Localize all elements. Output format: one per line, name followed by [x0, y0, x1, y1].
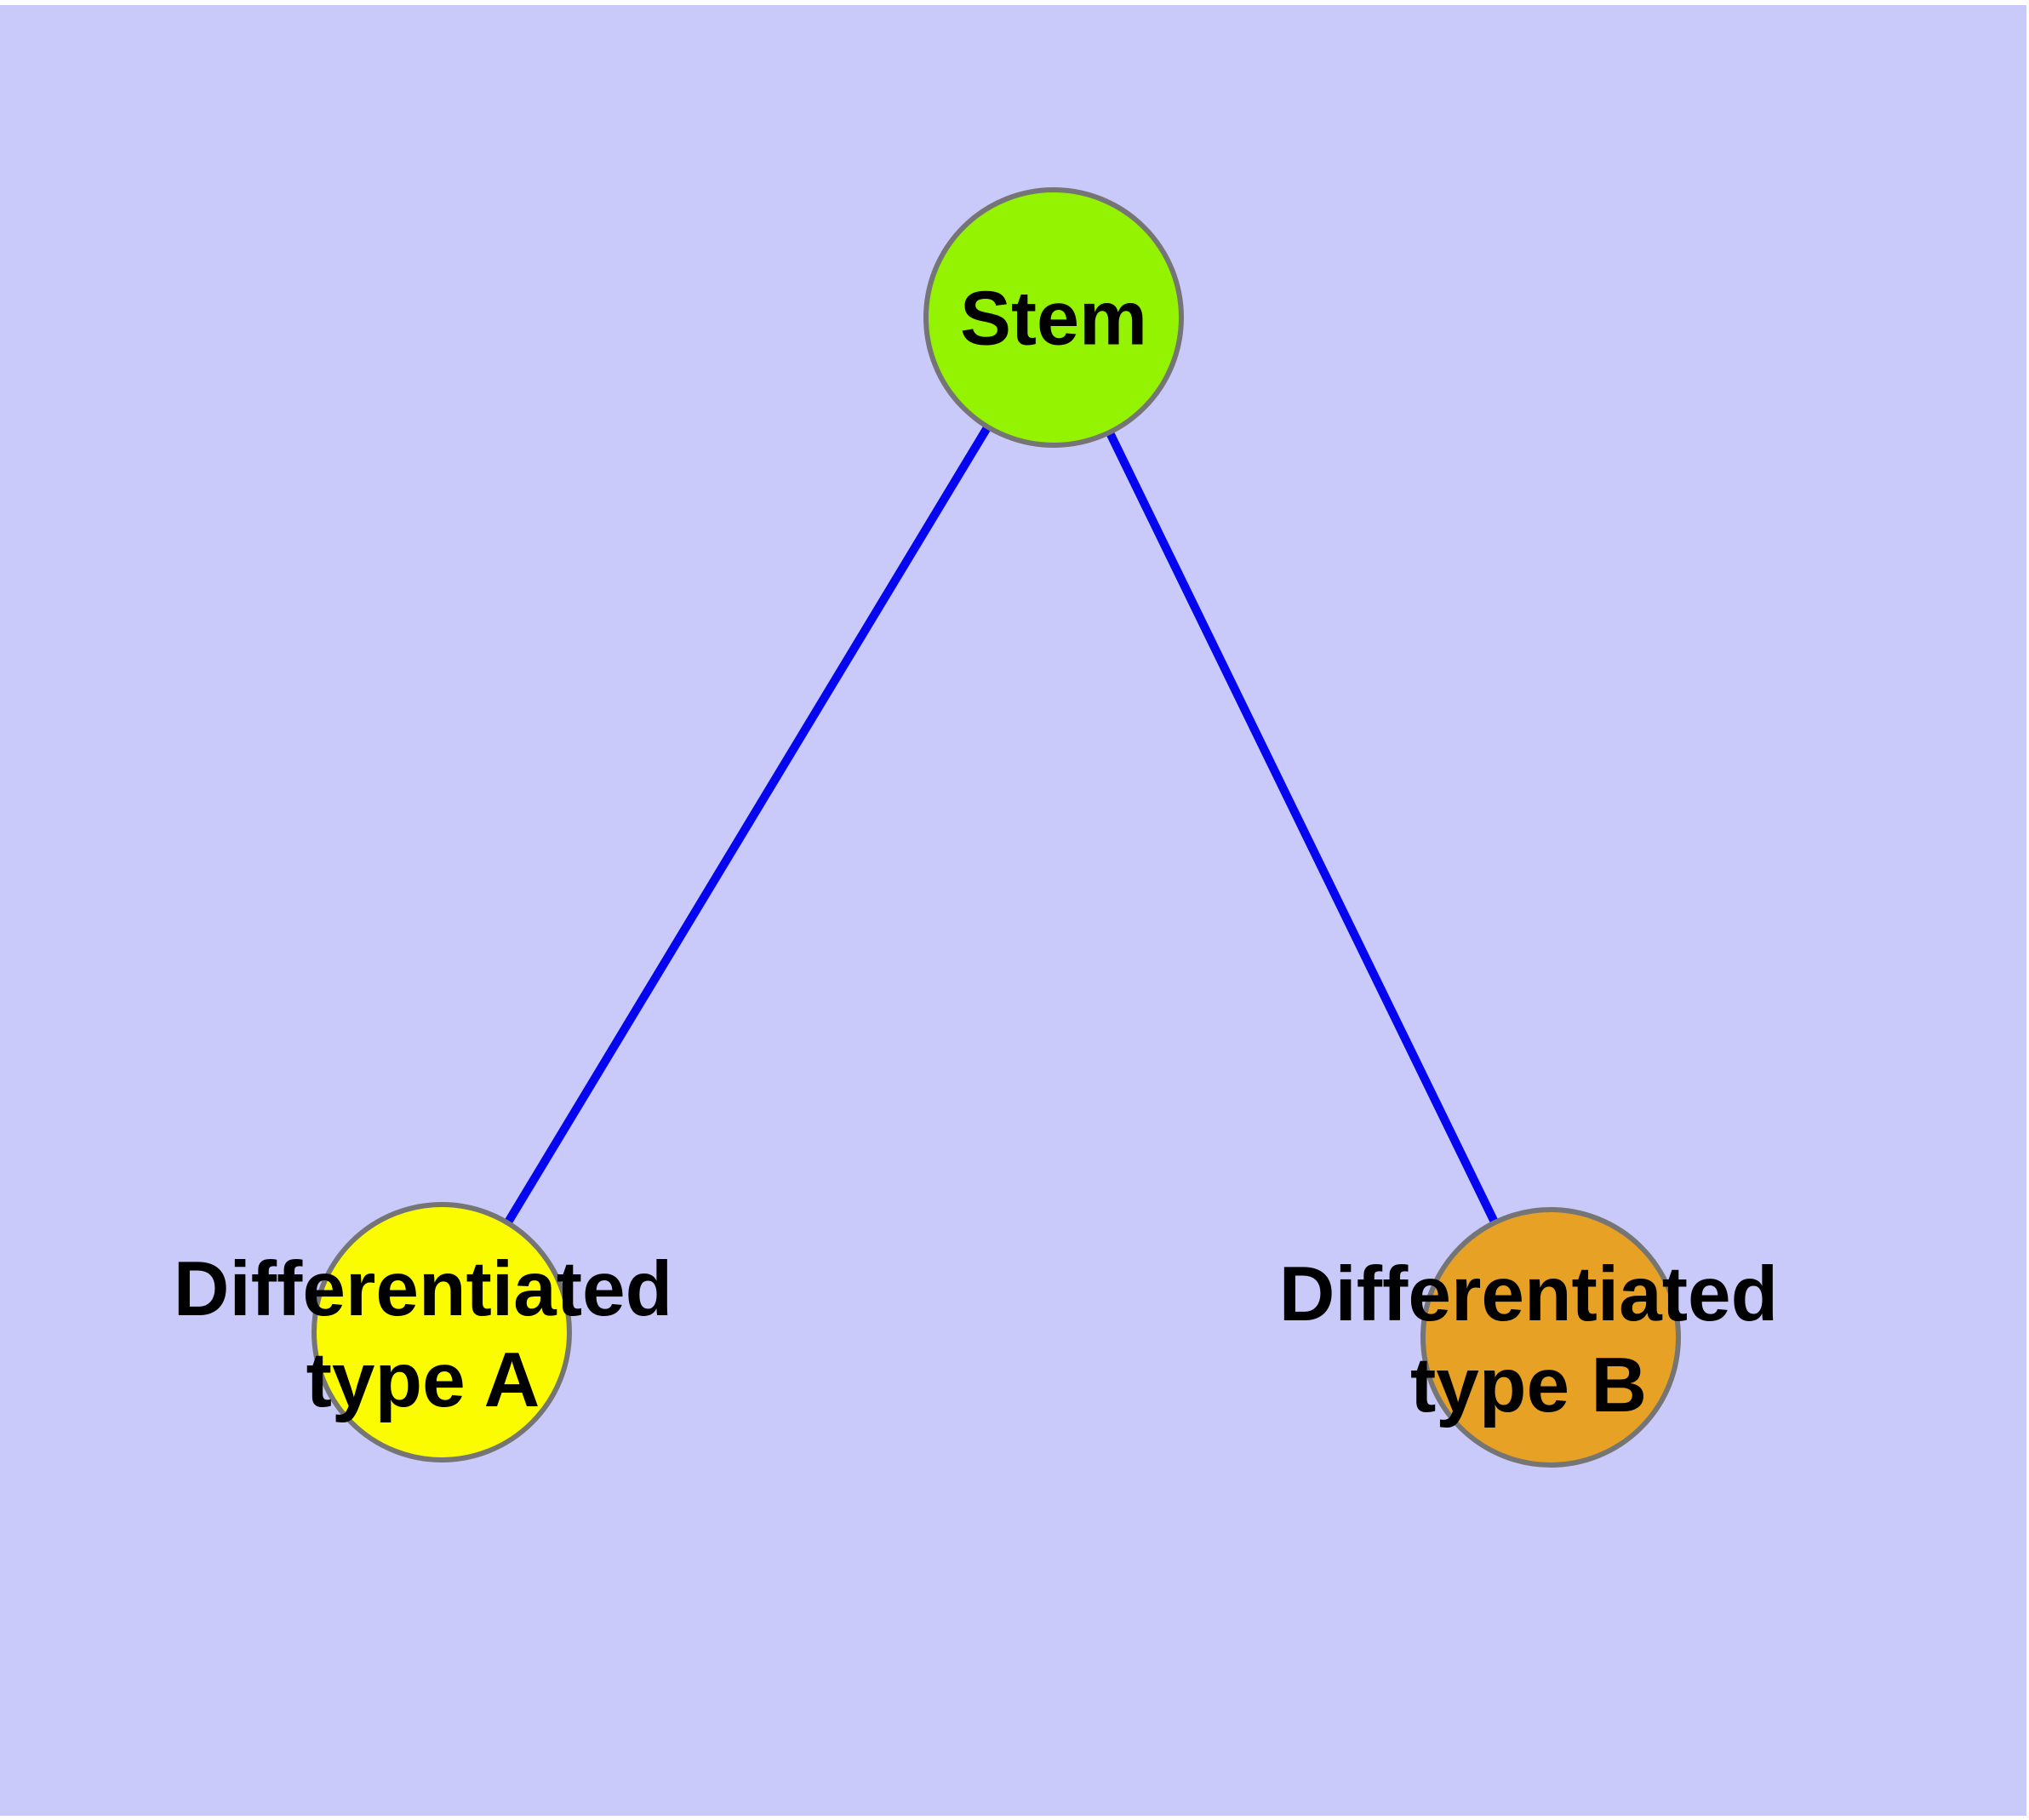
- node-type-b-label-line1: Differentiated: [1278, 1251, 1779, 1337]
- node-type-a-label: Differentiated type A: [174, 1244, 673, 1426]
- node-type-a-label-line1: Differentiated: [173, 1246, 673, 1332]
- edge-stem-to-type-b: [1049, 315, 1555, 1340]
- node-type-b-circle: [1420, 1207, 1681, 1468]
- node-stem-label-text: Stem: [959, 276, 1148, 362]
- node-type-b-label-line2: type B: [1409, 1342, 1648, 1428]
- node-stem-label: Stem: [960, 274, 1147, 365]
- nodes-group: [311, 187, 1681, 1468]
- node-type-a-label-line2: type A: [306, 1337, 540, 1423]
- edge-stem-to-type-a: [437, 315, 1058, 1335]
- node-type-a-circle: [311, 1202, 572, 1462]
- node-type-b-label: Differentiated type B: [1279, 1249, 1779, 1431]
- edges-group: [437, 315, 1555, 1340]
- node-stem-circle: [923, 187, 1184, 448]
